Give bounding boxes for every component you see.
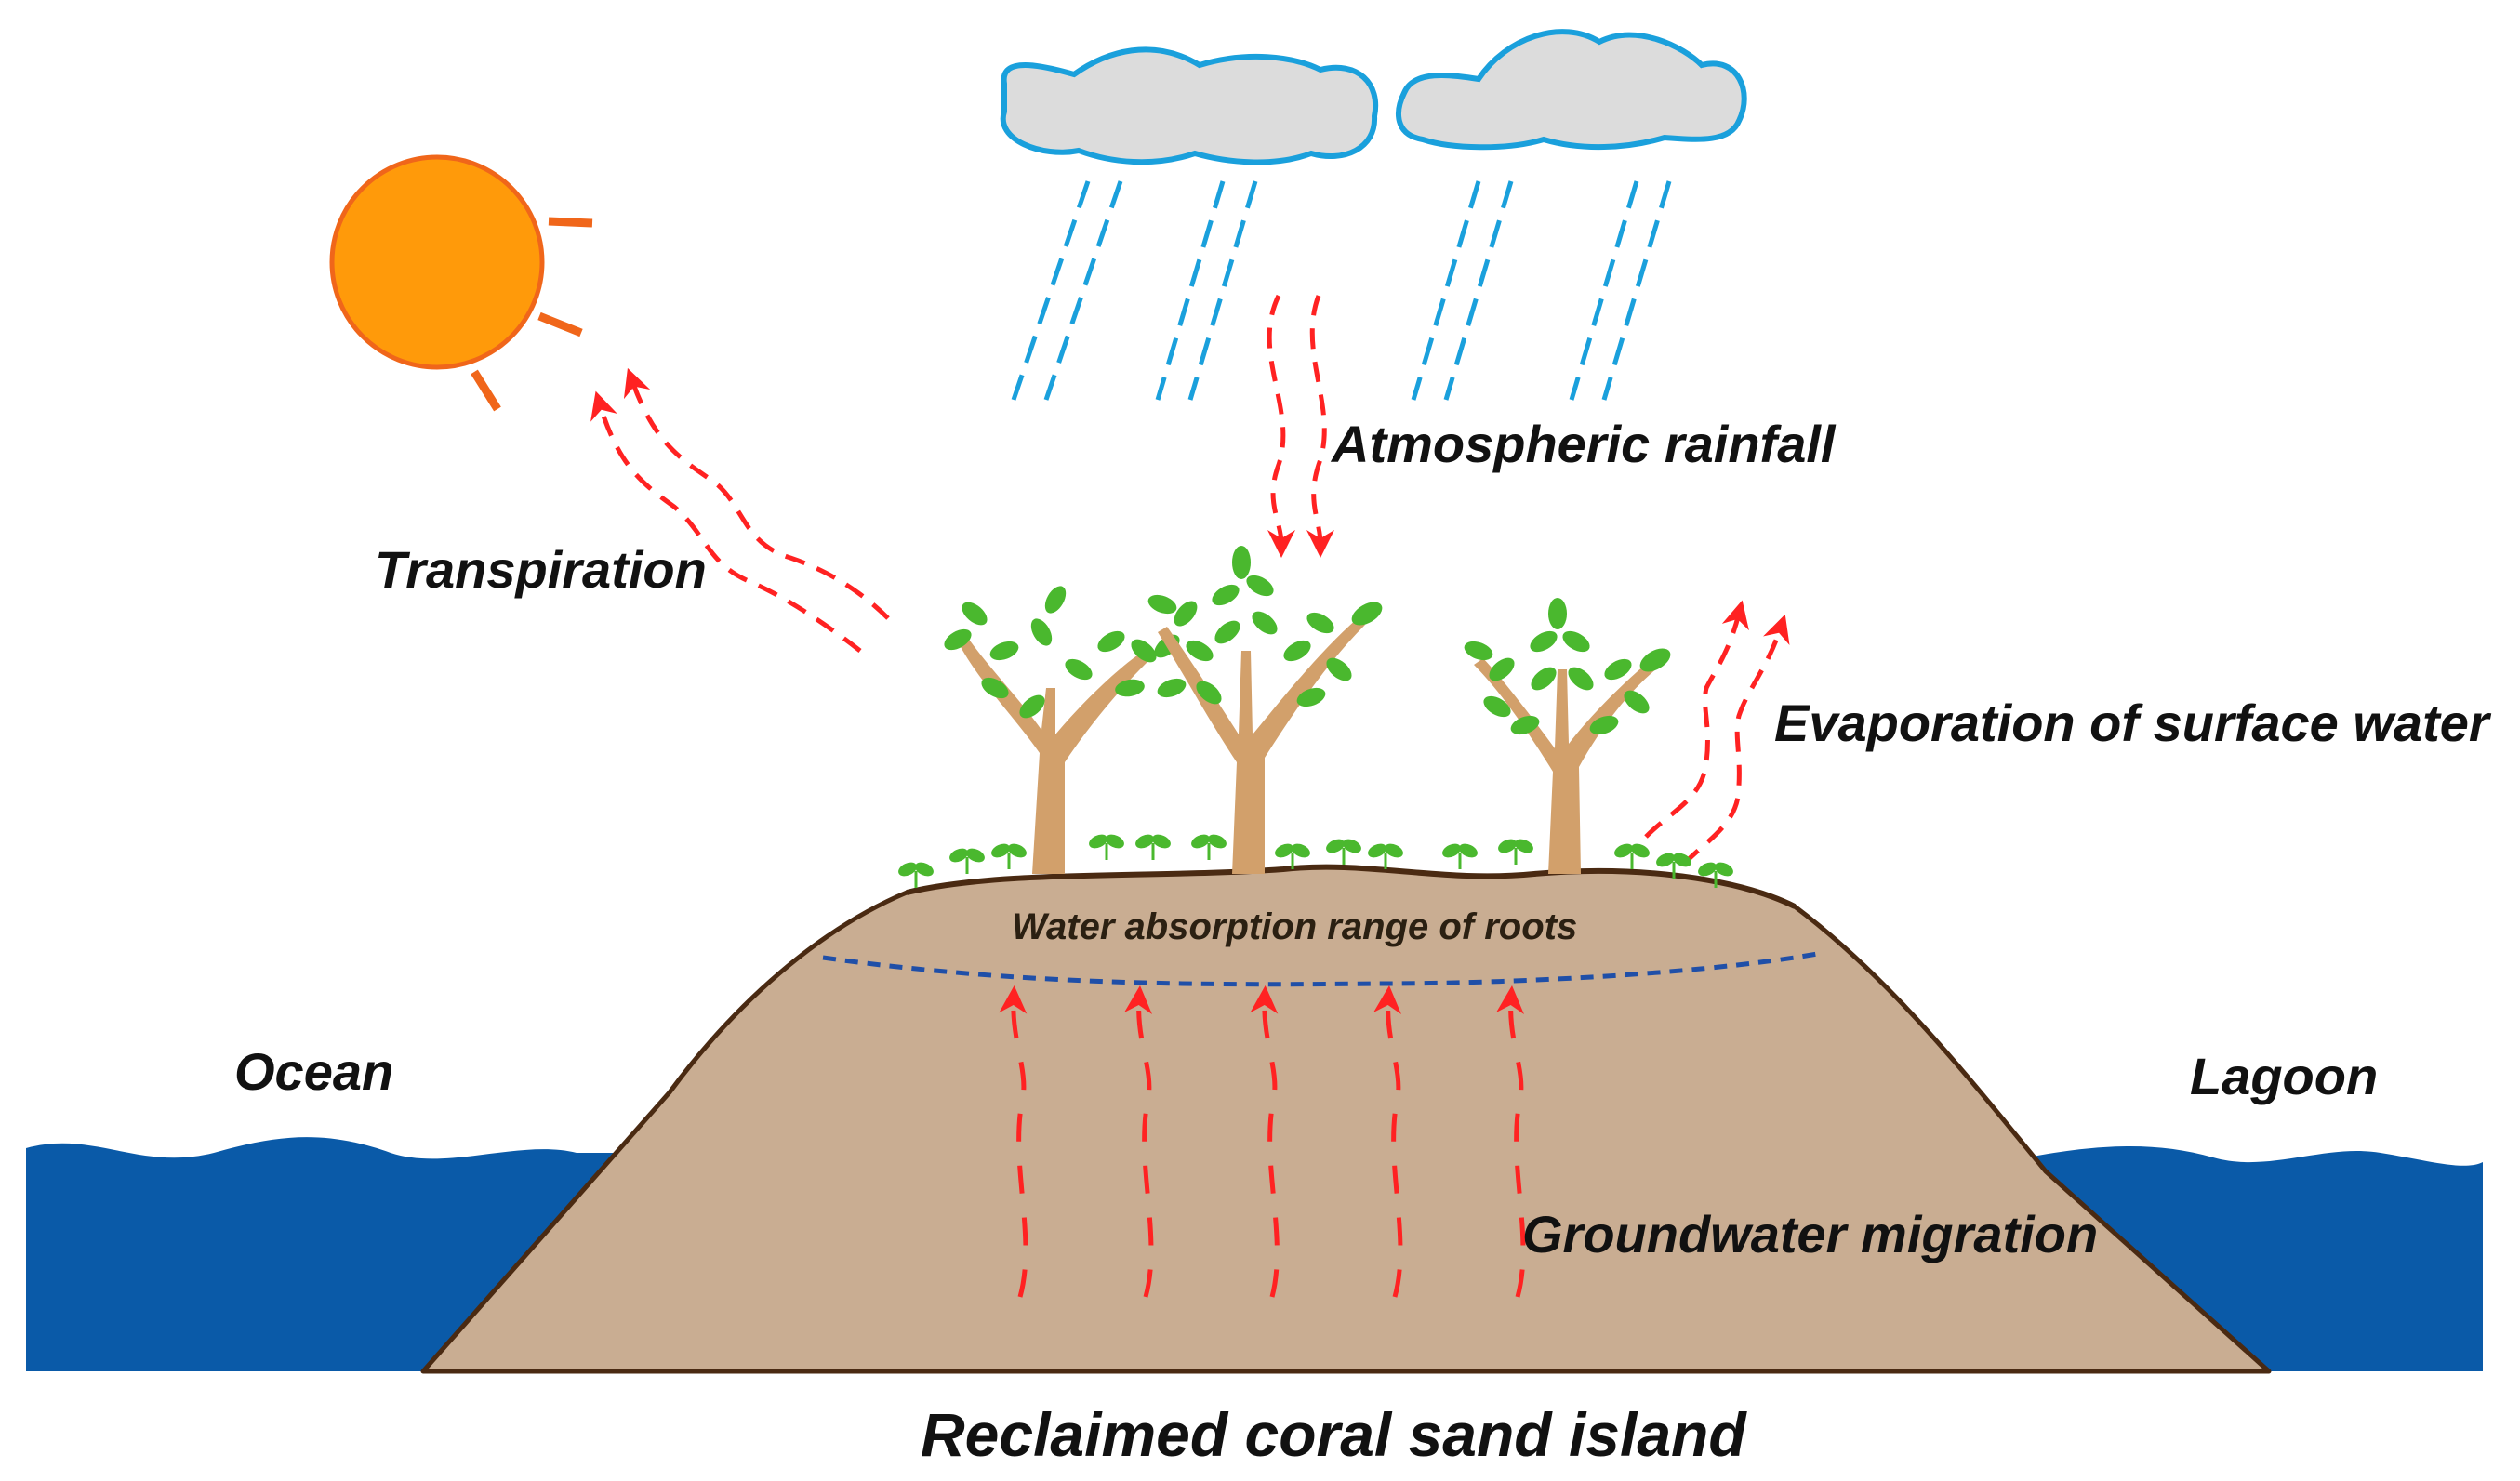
rain-streaks <box>1011 180 1672 401</box>
transpiration-arrows <box>590 367 890 653</box>
groundwater-migration-label: Groundwater migration <box>1522 1205 2099 1263</box>
tree-icon <box>1464 598 1671 874</box>
rainfall-arrows <box>1267 294 1334 558</box>
diagram-title: Reclaimed coral sand island <box>921 1400 1746 1469</box>
cloud-icon <box>1396 29 1747 151</box>
evaporation-label: Evaporation of surface water <box>1774 694 2489 752</box>
transpiration-label: Transpiration <box>375 540 707 599</box>
ocean-label: Ocean <box>234 1042 394 1101</box>
ground-surface <box>906 864 1797 909</box>
root-absorption-label: Water absorption range of roots <box>1012 906 1578 947</box>
tree-icon <box>944 586 1180 874</box>
lagoon-label: Lagoon <box>2190 1047 2379 1105</box>
sun-icon <box>329 154 593 412</box>
tree-icon <box>1147 546 1383 874</box>
root-absorption-boundary <box>822 950 1824 987</box>
atmospheric-rainfall-label: Atmospheric rainfall <box>1332 415 1836 473</box>
seedling-icon <box>898 834 1733 888</box>
cloud-icon <box>1000 46 1379 165</box>
evaporation-arrows <box>1644 600 1790 866</box>
